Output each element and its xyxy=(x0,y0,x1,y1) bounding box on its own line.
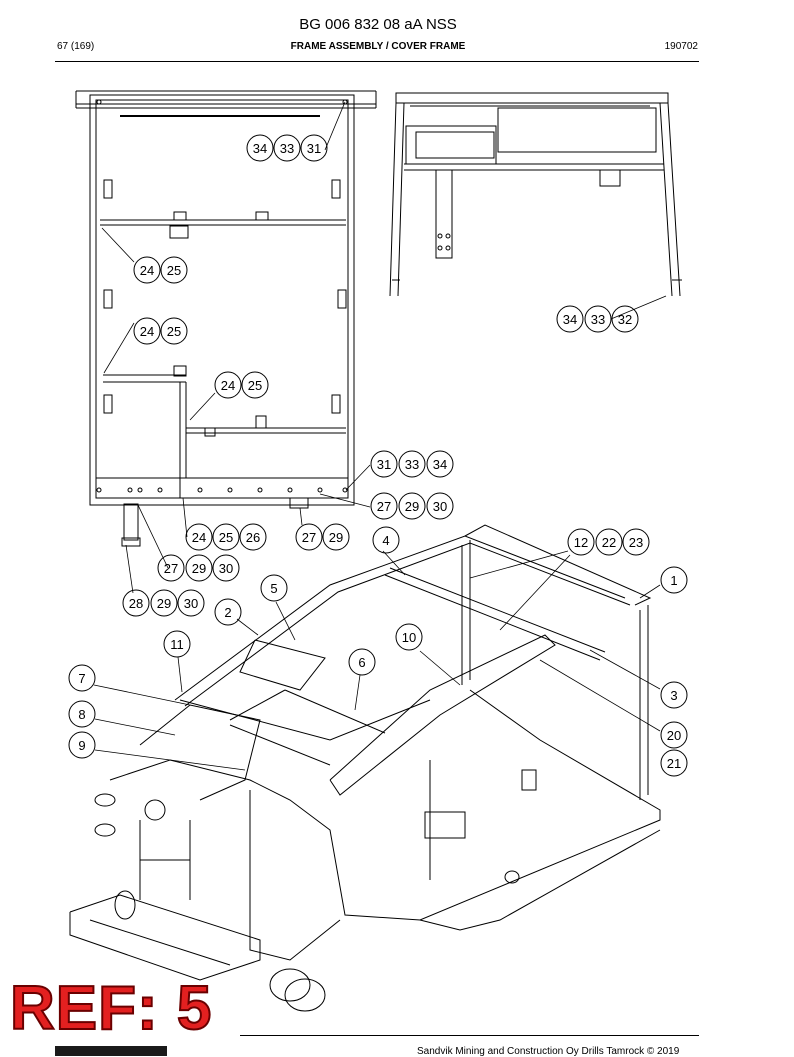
callout-24: 24 xyxy=(192,530,206,545)
callout-34: 34 xyxy=(433,457,447,472)
callout-33: 33 xyxy=(405,457,419,472)
callout-29: 29 xyxy=(329,530,343,545)
callout-10: 10 xyxy=(402,630,416,645)
footer-rule xyxy=(240,1035,699,1036)
callout-27: 27 xyxy=(377,499,391,514)
brand-logo xyxy=(55,1046,167,1056)
callout-circles xyxy=(68,134,688,777)
callout-22: 22 xyxy=(602,535,616,550)
callout-5: 5 xyxy=(270,581,277,596)
callout-21: 21 xyxy=(667,756,681,771)
callout-24: 24 xyxy=(221,378,235,393)
callout-33: 33 xyxy=(280,141,294,156)
header-rule xyxy=(55,61,699,62)
leader-lines xyxy=(93,101,667,771)
callout-25: 25 xyxy=(248,378,262,393)
callout-1: 1 xyxy=(670,573,677,588)
callout-29: 29 xyxy=(157,596,171,611)
date-code: 190702 xyxy=(664,41,698,52)
section-title: FRAME ASSEMBLY / COVER FRAME xyxy=(290,41,466,52)
callout-labels: 34 33 31 24 25 24 25 24 25 31 33 34 27 2… xyxy=(78,141,681,771)
document-number: BG 006 832 08 aA NSS xyxy=(299,16,457,33)
callout-25: 25 xyxy=(219,530,233,545)
callout-23: 23 xyxy=(629,535,643,550)
callout-31: 31 xyxy=(307,141,321,156)
callout-24: 24 xyxy=(140,263,154,278)
callout-31: 31 xyxy=(377,457,391,472)
cover-frame-top-view xyxy=(75,90,377,547)
callout-24: 24 xyxy=(140,324,154,339)
page-number: 67 (169) xyxy=(57,41,95,52)
callout-30: 30 xyxy=(433,499,447,514)
callout-26: 26 xyxy=(246,530,260,545)
frame-assembly-isometric xyxy=(69,524,661,1012)
callout-32: 32 xyxy=(618,312,632,327)
callout-4: 4 xyxy=(382,533,389,548)
callout-33: 33 xyxy=(591,312,605,327)
callout-6: 6 xyxy=(358,655,365,670)
callout-28: 28 xyxy=(129,596,143,611)
callout-8: 8 xyxy=(78,707,85,722)
footer-copyright: Sandvik Mining and Construction Oy Drill… xyxy=(417,1046,680,1057)
ref-stamp: REF: 5 xyxy=(9,974,213,1043)
callout-34: 34 xyxy=(563,312,577,327)
callout-27: 27 xyxy=(164,561,178,576)
callout-30: 30 xyxy=(219,561,233,576)
callout-11: 11 xyxy=(170,637,184,652)
callout-12: 12 xyxy=(574,535,588,550)
callout-34: 34 xyxy=(253,141,267,156)
callout-30: 30 xyxy=(184,596,198,611)
callout-9: 9 xyxy=(78,738,85,753)
callout-2: 2 xyxy=(224,605,231,620)
callout-27: 27 xyxy=(302,530,316,545)
callout-7: 7 xyxy=(78,671,85,686)
callout-29: 29 xyxy=(405,499,419,514)
callout-25: 25 xyxy=(167,263,181,278)
callout-20: 20 xyxy=(667,728,681,743)
callout-25: 25 xyxy=(167,324,181,339)
cover-frame-side-view xyxy=(389,92,682,297)
callout-29: 29 xyxy=(192,561,206,576)
callout-3: 3 xyxy=(670,688,677,703)
